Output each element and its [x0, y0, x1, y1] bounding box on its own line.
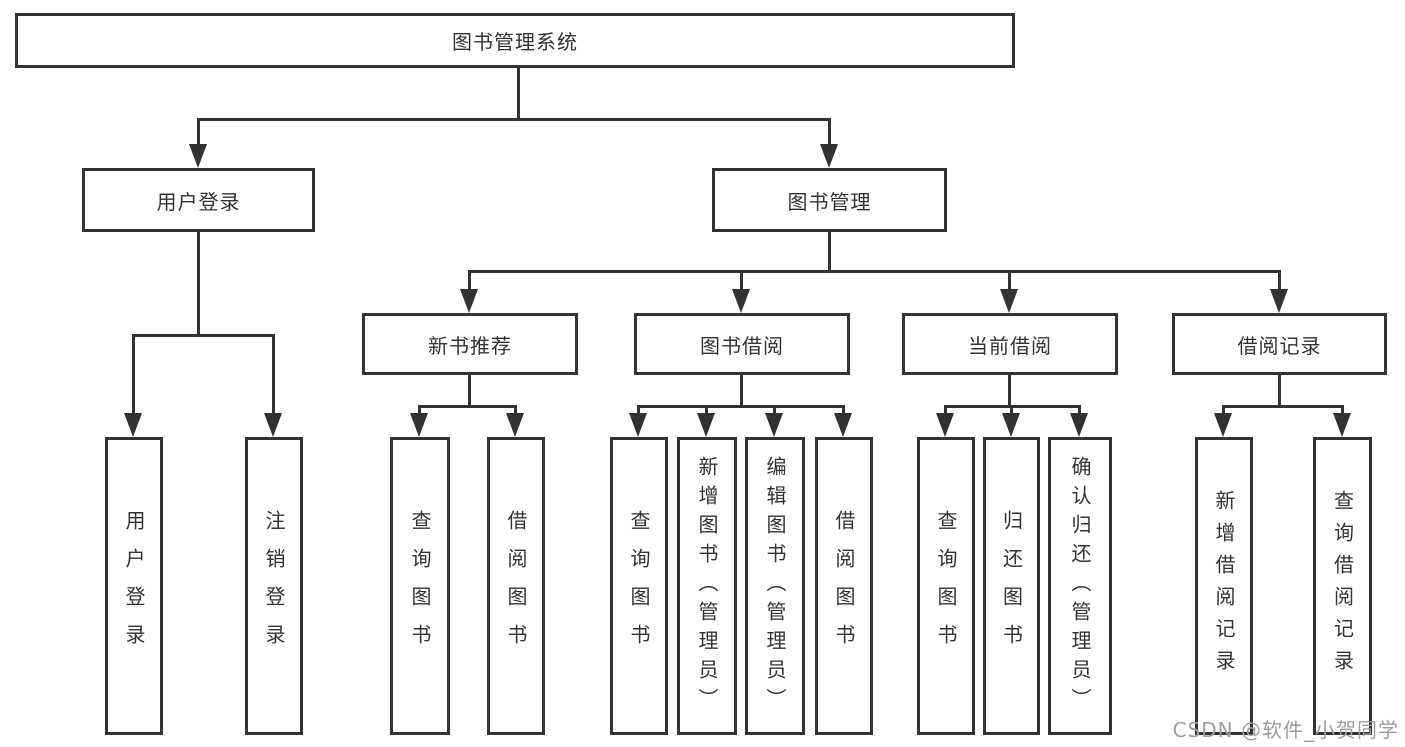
connector-stem — [1278, 272, 1281, 292]
leaf-query-borrow-record: 查询借阅记录 — [1313, 437, 1372, 735]
arrow-down-icon — [834, 413, 852, 437]
arrow-down-icon — [1000, 289, 1018, 313]
connector-trunk — [1008, 375, 1011, 407]
leaf-query-books: 查询图书 — [390, 437, 450, 735]
leaf-label: 新增图书（管理员） — [695, 455, 719, 717]
connector-user-login-hline — [132, 334, 275, 337]
arrow-down-icon — [1002, 413, 1020, 437]
connector-trunk — [468, 375, 471, 407]
arrow-down-icon — [1270, 289, 1288, 313]
leaf-label: 注销登录 — [262, 510, 286, 662]
connector-hline — [418, 405, 517, 408]
leaf-label: 确认归还（管理员） — [1068, 455, 1092, 717]
node-current-borrow: 当前借阅 — [902, 313, 1118, 375]
node-new-book-recommend: 新书推荐 — [362, 313, 578, 375]
leaf-borrow-books: 借阅图书 — [487, 437, 545, 735]
connector-root-trunk — [517, 68, 520, 120]
connector-stem — [637, 405, 640, 415]
arrow-down-icon — [732, 289, 750, 313]
leaf-query-books: 查询图书 — [610, 437, 668, 735]
arrow-down-icon — [410, 413, 428, 437]
arrow-down-icon — [765, 413, 783, 437]
node-user-login-label: 用户登录 — [156, 189, 241, 214]
connector-stem — [1222, 405, 1225, 415]
node-root: 图书管理系统 — [15, 13, 1015, 68]
connector-stem — [272, 336, 275, 416]
connector-level3-hline — [468, 270, 1281, 273]
connector-stem — [842, 405, 845, 415]
leaf-label: 归还图书 — [999, 510, 1024, 662]
connector-stem — [418, 405, 421, 415]
connector-hline — [1222, 405, 1344, 408]
connector-stem — [740, 272, 743, 292]
connector-stem — [132, 336, 135, 416]
leaf-query-books: 查询图书 — [917, 437, 975, 735]
connector-stem — [468, 272, 471, 292]
arrow-down-icon — [1214, 413, 1232, 437]
connector-level2-hline — [197, 118, 831, 121]
node-book-management: 图书管理 — [712, 168, 947, 232]
leaf-user-login: 用户登录 — [105, 437, 163, 735]
connector-stem — [1010, 405, 1013, 415]
arrow-down-icon — [124, 413, 142, 437]
connector-user-login-trunk — [197, 232, 200, 336]
connector-stem — [197, 118, 200, 146]
node-label: 当前借阅 — [968, 333, 1052, 358]
leaf-logout: 注销登录 — [245, 437, 303, 735]
leaf-label: 借阅图书 — [832, 510, 856, 662]
arrow-down-icon — [629, 413, 647, 437]
connector-stem — [1341, 405, 1344, 415]
leaf-confirm-return-admin: 确认归还（管理员） — [1048, 437, 1112, 735]
leaf-label: 查询图书 — [934, 510, 958, 662]
leaf-return-books: 归还图书 — [983, 437, 1040, 735]
leaf-label: 编辑图书（管理员） — [763, 455, 787, 717]
connector-book-mgmt-trunk — [828, 232, 831, 272]
arrow-down-icon — [506, 413, 524, 437]
leaf-label: 查询图书 — [627, 510, 651, 662]
connector-trunk — [1278, 375, 1281, 407]
arrow-down-icon — [189, 144, 207, 168]
arrow-down-icon — [460, 289, 478, 313]
connector-stem — [828, 118, 831, 146]
arrow-down-icon — [1070, 413, 1088, 437]
connector-stem — [773, 405, 776, 415]
arrow-down-icon — [264, 413, 282, 437]
node-borrow-records: 借阅记录 — [1172, 313, 1387, 375]
node-book-borrow: 图书借阅 — [634, 313, 850, 375]
connector-hline — [637, 405, 845, 408]
leaf-add-books-admin: 新增图书（管理员） — [677, 437, 737, 735]
leaf-add-borrow-record: 新增借阅记录 — [1195, 437, 1253, 735]
connector-stem — [944, 405, 947, 415]
connector-stem — [1008, 272, 1011, 292]
csdn-watermark: CSDN @软件_小贺同学 — [1172, 718, 1399, 742]
leaf-borrow-books: 借阅图书 — [815, 437, 873, 735]
leaf-label: 借阅图书 — [504, 510, 528, 662]
arrow-down-icon — [697, 413, 715, 437]
node-user-login: 用户登录 — [82, 168, 315, 232]
connector-trunk — [740, 375, 743, 407]
node-label: 新书推荐 — [428, 333, 512, 358]
node-root-label: 图书管理系统 — [452, 30, 578, 54]
arrow-down-icon — [1333, 413, 1351, 437]
arrow-down-icon — [936, 413, 954, 437]
leaf-edit-books-admin: 编辑图书（管理员） — [745, 437, 805, 735]
connector-stem — [705, 405, 708, 415]
leaf-label: 新增借阅记录 — [1212, 490, 1236, 682]
leaf-label: 查询图书 — [408, 510, 432, 662]
node-book-management-label: 图书管理 — [787, 189, 872, 214]
arrow-down-icon — [820, 144, 838, 168]
node-label: 图书借阅 — [700, 333, 784, 358]
leaf-label: 查询借阅记录 — [1330, 490, 1355, 682]
node-label: 借阅记录 — [1237, 333, 1322, 358]
connector-stem — [1078, 405, 1081, 415]
connector-stem — [514, 405, 517, 415]
leaf-label: 用户登录 — [122, 510, 146, 662]
